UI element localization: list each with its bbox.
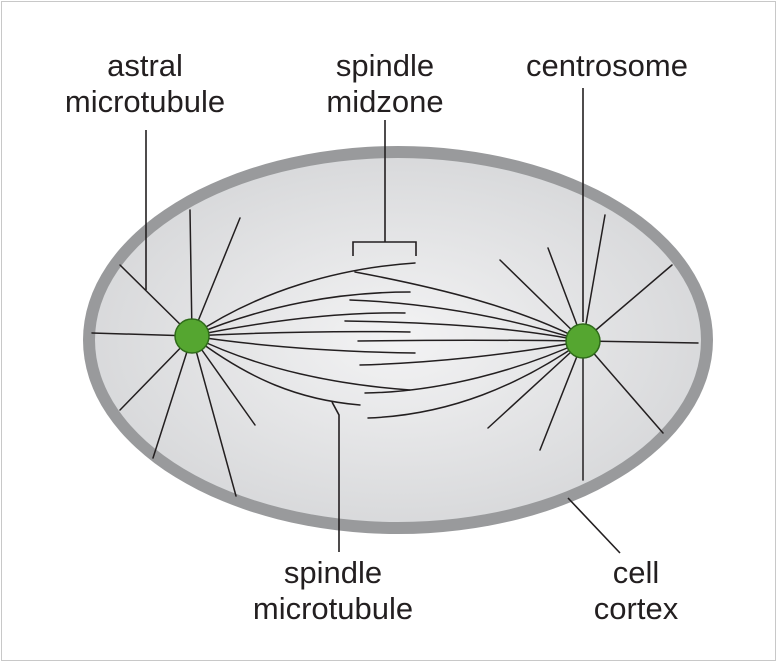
spindle-microtubule-label-line2: microtubule: [253, 591, 413, 626]
centrosome-label: centrosome: [526, 48, 688, 83]
centrosome-right: [566, 324, 600, 358]
spindle-midzone-label-line2: midzone: [326, 84, 443, 119]
spindle-microtubule-label-line1: spindle: [284, 555, 382, 590]
astral-microtubule-label-line1: astral: [107, 48, 183, 83]
cell-cortex-leader: [568, 498, 620, 553]
cell-cortex-label-line1: cell: [613, 555, 660, 590]
astral-microtubule-label-line2: microtubule: [65, 84, 225, 119]
cell-cortex-label-line2: cortex: [594, 591, 679, 626]
centrosome-left: [175, 319, 209, 353]
spindle-midzone-label-line1: spindle: [336, 48, 434, 83]
